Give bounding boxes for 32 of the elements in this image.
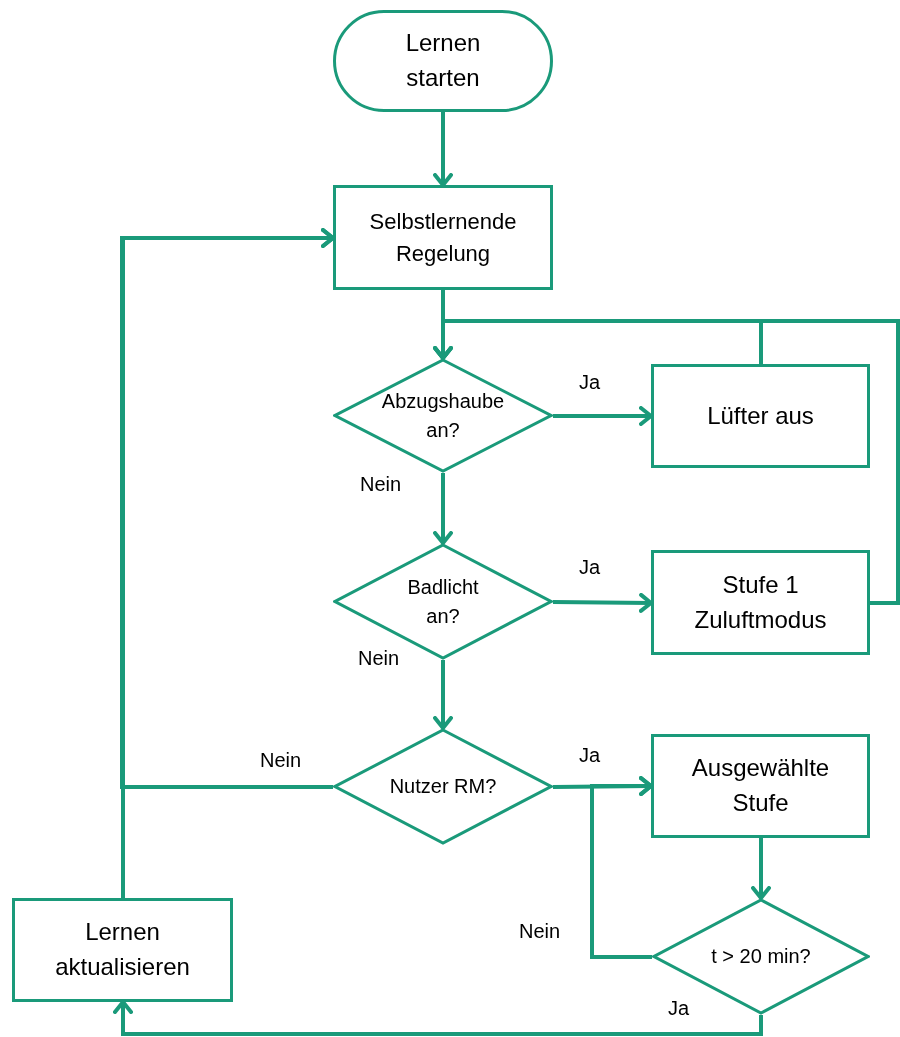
node-label: Lernen aktualisieren [54,917,191,982]
arrow [433,112,453,187]
process-box [333,185,553,290]
node-label: Abzugshaube an? [380,388,506,443]
arrow [590,776,653,959]
node-label: Lernen starten [404,28,482,93]
arrow [433,319,900,605]
node-label: Lüfter aus [707,400,814,431]
edge-label: Ja [577,745,603,765]
process-box [651,364,870,468]
node-label: Badlicht an? [406,574,480,629]
node-label: Selbstlernende Regelung [368,207,518,268]
process-box [651,734,870,838]
node-label: Ausgewählte Stufe [690,753,831,818]
edge-label: Ja [666,998,692,1018]
node-label: Stufe 1 Zuluftmodus [693,569,828,635]
decision-diamond [333,358,553,473]
edge-label: Ja [577,372,603,392]
arrow [553,406,653,426]
arrow [121,228,335,898]
decision-diamond [333,728,553,845]
decision-diamond [652,898,870,1015]
process-box [651,550,870,655]
arrow [552,592,653,613]
arrow [433,660,453,730]
edge-label: Ja [577,557,603,577]
process-box [12,898,233,1002]
arrow [433,473,453,545]
node-label: Nutzer RM? [389,774,497,799]
node-label: t > 20 min? [711,944,811,969]
arrow [751,838,771,900]
arrow [113,1000,763,1036]
